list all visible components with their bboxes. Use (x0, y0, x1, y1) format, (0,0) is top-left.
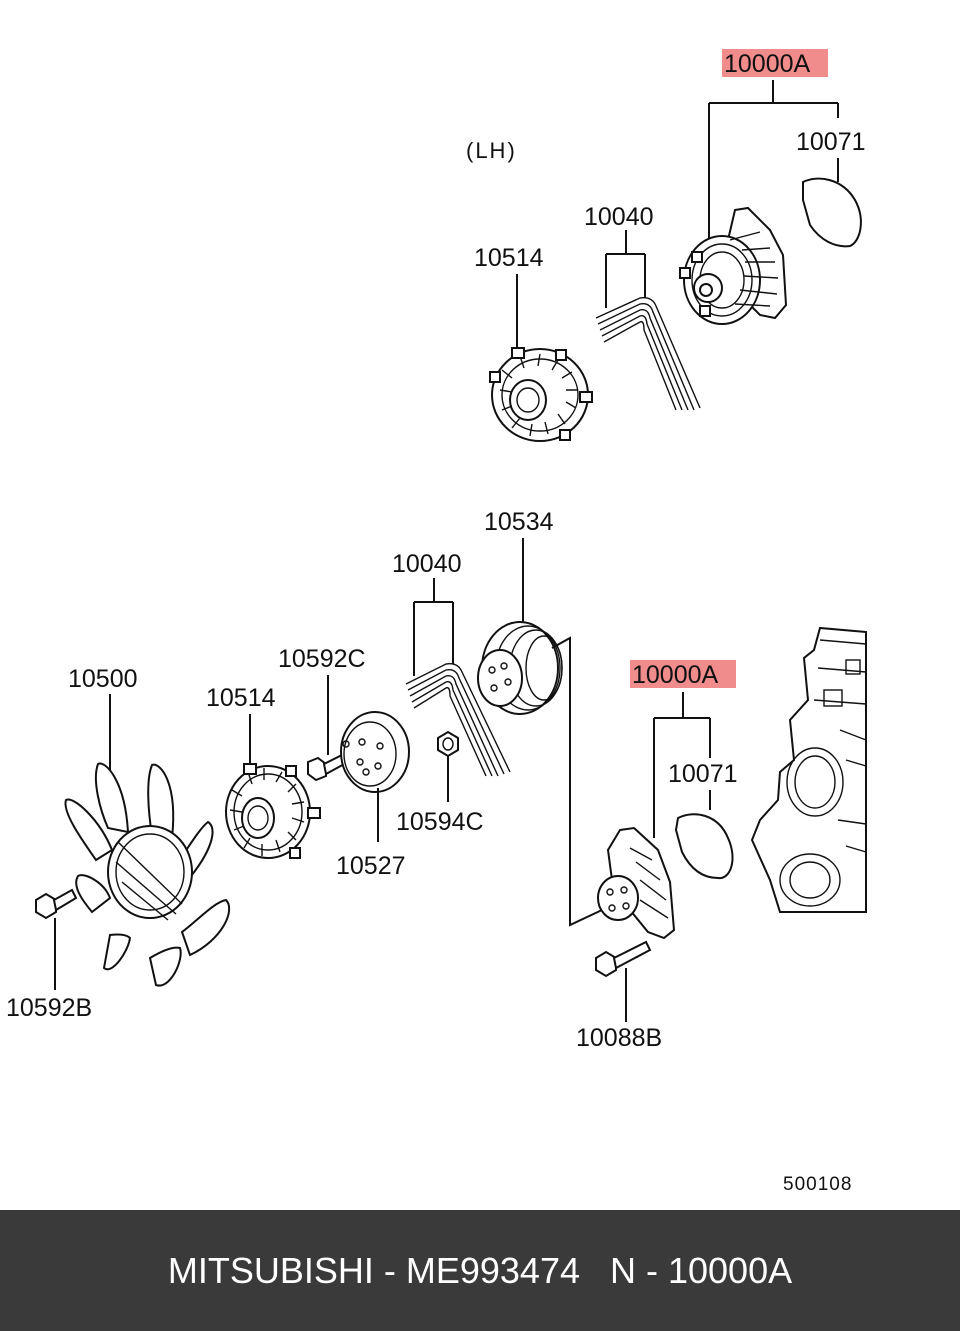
callout-spacer[interactable]: 10527 (336, 852, 406, 880)
callout-right-gasket[interactable]: 10071 (668, 760, 738, 788)
callout-top-clutch[interactable]: 10514 (474, 244, 544, 272)
callout-pump-bolt[interactable]: 10088B (576, 1024, 662, 1052)
diagram-number: 500108 (783, 1174, 852, 1195)
spacer-plate (340, 711, 410, 793)
fan-clutch-top (489, 347, 593, 442)
water-pump-right (597, 826, 676, 940)
engine-block (750, 626, 867, 913)
callout-top-gasket[interactable]: 10071 (796, 128, 866, 156)
leader-top-assembly (708, 80, 839, 238)
water-pump-top (679, 206, 788, 325)
callout-top-assembly[interactable]: 10000A (724, 50, 811, 78)
footer-part-info: MITSUBISHI - ME993474 N - 10000A (167, 1249, 793, 1291)
leader-pulley-pump (551, 636, 603, 927)
callout-top-belt[interactable]: 10040 (584, 203, 654, 231)
cooling-fan (64, 762, 231, 987)
highlight-right-10000a (630, 660, 736, 688)
callout-fan[interactable]: 10500 (68, 665, 138, 693)
fan-clutch-mid (225, 763, 321, 859)
highlight-top-10000a (722, 49, 828, 77)
callout-nut[interactable]: 10594C (396, 808, 484, 836)
callout-mid-bolt[interactable]: 10592C (278, 645, 366, 673)
callout-mid-belt[interactable]: 10040 (392, 550, 462, 578)
nut-10594c (437, 730, 459, 758)
leader-right-assembly (653, 692, 711, 838)
callout-mid-clutch[interactable]: 10514 (206, 684, 276, 712)
pulley (477, 621, 563, 715)
lh-note: (LH) (466, 138, 517, 163)
parts-diagram: 10000A 10071 (LH) 10040 10514 (6, 49, 867, 1195)
footer-bar: MITSUBISHI - ME993474 N - 10000A (0, 1210, 960, 1331)
bolt-10592b (35, 888, 78, 920)
belt-top (595, 296, 701, 411)
bolt-10088b (595, 940, 652, 978)
leader-mid-belt (413, 578, 454, 676)
gasket-right (674, 813, 734, 880)
leader-top-belt (605, 230, 646, 308)
callout-right-assembly[interactable]: 10000A (632, 661, 719, 689)
callout-fan-bolt[interactable]: 10592B (6, 994, 92, 1022)
callout-mid-pulley[interactable]: 10534 (484, 508, 554, 536)
gasket-top (802, 177, 862, 248)
belt-mid (405, 662, 511, 777)
